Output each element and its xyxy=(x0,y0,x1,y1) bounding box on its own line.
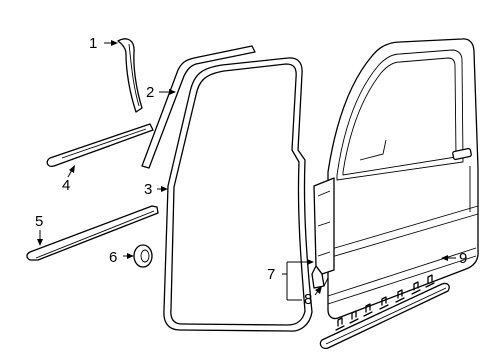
part-4-upper-weatherstrip xyxy=(141,45,256,169)
callout-label-7: 4 xyxy=(62,177,70,194)
callout-1: 7 xyxy=(267,259,314,301)
callout-4: 2 xyxy=(146,84,176,101)
callout-label-6: 9 xyxy=(459,250,467,267)
part-9-plug xyxy=(133,244,153,268)
door-hinge-panel xyxy=(311,177,335,289)
callout-7: 4 xyxy=(62,165,75,194)
callout-9: 6 xyxy=(109,249,134,266)
callout-3: 3 xyxy=(144,181,168,198)
callout-6: 9 xyxy=(441,250,467,267)
callout-label-1: 7 xyxy=(267,266,275,283)
part-3-door-seal xyxy=(163,57,313,332)
part-7-belt-molding xyxy=(46,123,154,167)
callout-label-9: 6 xyxy=(109,249,117,266)
callout-label-2: 8 xyxy=(304,291,312,308)
rocker-clips xyxy=(335,274,435,331)
part-6-rocker-molding xyxy=(319,274,450,350)
callout-label-8: 5 xyxy=(35,213,43,230)
part-8-side-molding xyxy=(26,205,159,261)
part-5-pillar-molding xyxy=(117,38,143,113)
door-shell xyxy=(327,38,479,320)
callout-label-4: 2 xyxy=(146,84,154,101)
callout-5: 1 xyxy=(89,35,118,52)
callout-label-5: 1 xyxy=(89,35,97,52)
callout-2: 8 xyxy=(304,286,322,308)
callout-8: 5 xyxy=(35,213,43,246)
callout-label-3: 3 xyxy=(144,181,152,198)
